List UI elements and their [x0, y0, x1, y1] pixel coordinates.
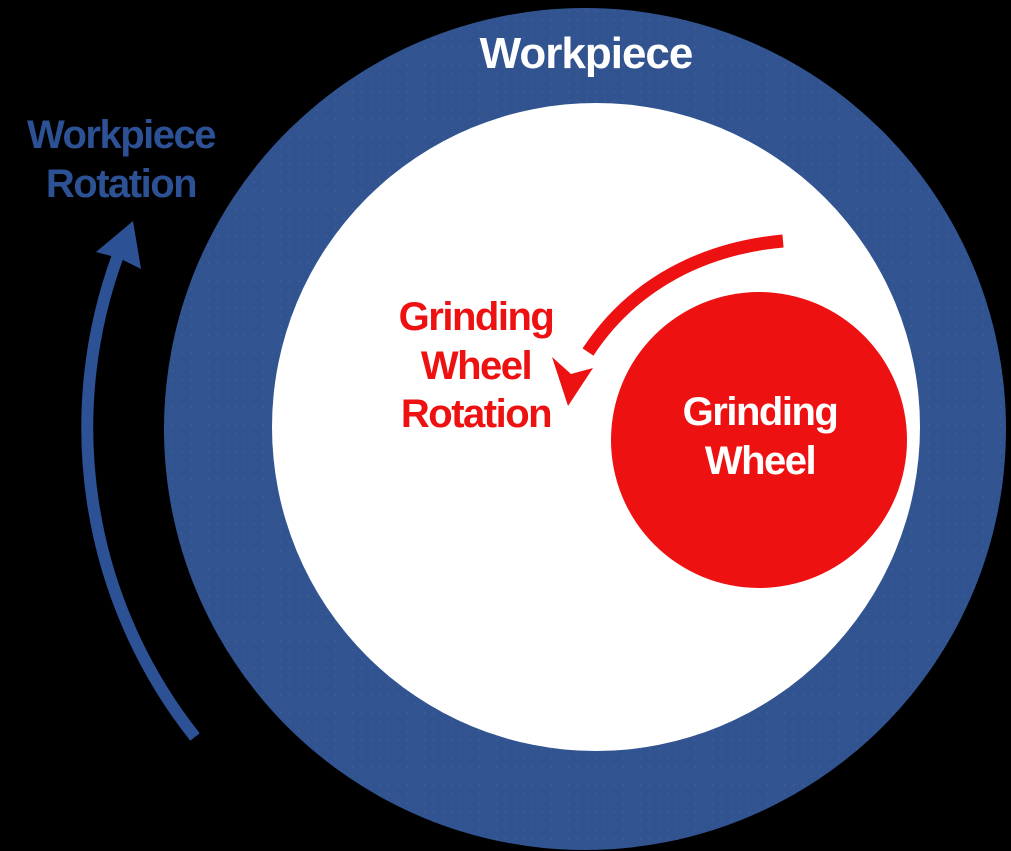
workpiece-rotation-arrow-shaft [81, 247, 200, 741]
workpiece-rotation-label: Workpiece Rotation [27, 113, 217, 206]
workpiece-title: Workpiece [480, 29, 693, 78]
grinding-wheel-rotation-arrow [552, 234, 784, 406]
grinding-wheel-label: Grinding Wheel [683, 390, 839, 483]
grinding-wheel-rotation-label-line3: Rotation [401, 392, 551, 436]
grinding-wheel-rotation-arrowhead-icon [552, 357, 593, 406]
workpiece-rotation-label-line2: Rotation [46, 162, 196, 206]
grinding-wheel-label-line1: Grinding [683, 390, 838, 434]
grinding-wheel-rotation-label-line2: Wheel [421, 344, 531, 388]
workpiece-bore-circle [272, 103, 920, 751]
grinding-wheel-label-line2: Wheel [705, 439, 815, 483]
grinding-wheel-circle [611, 292, 907, 588]
workpiece-rotation-arrow [81, 221, 200, 741]
grinding-wheel-rotation-label: Grinding Wheel Rotation [399, 295, 555, 436]
workpiece-rotation-arrowhead-icon [96, 221, 141, 269]
grinding-wheel-rotation-label-line1: Grinding [399, 295, 554, 339]
workpiece-rotation-label-line1: Workpiece [27, 113, 215, 157]
grinding-wheel-rotation-arrow-shaft [582, 234, 784, 356]
